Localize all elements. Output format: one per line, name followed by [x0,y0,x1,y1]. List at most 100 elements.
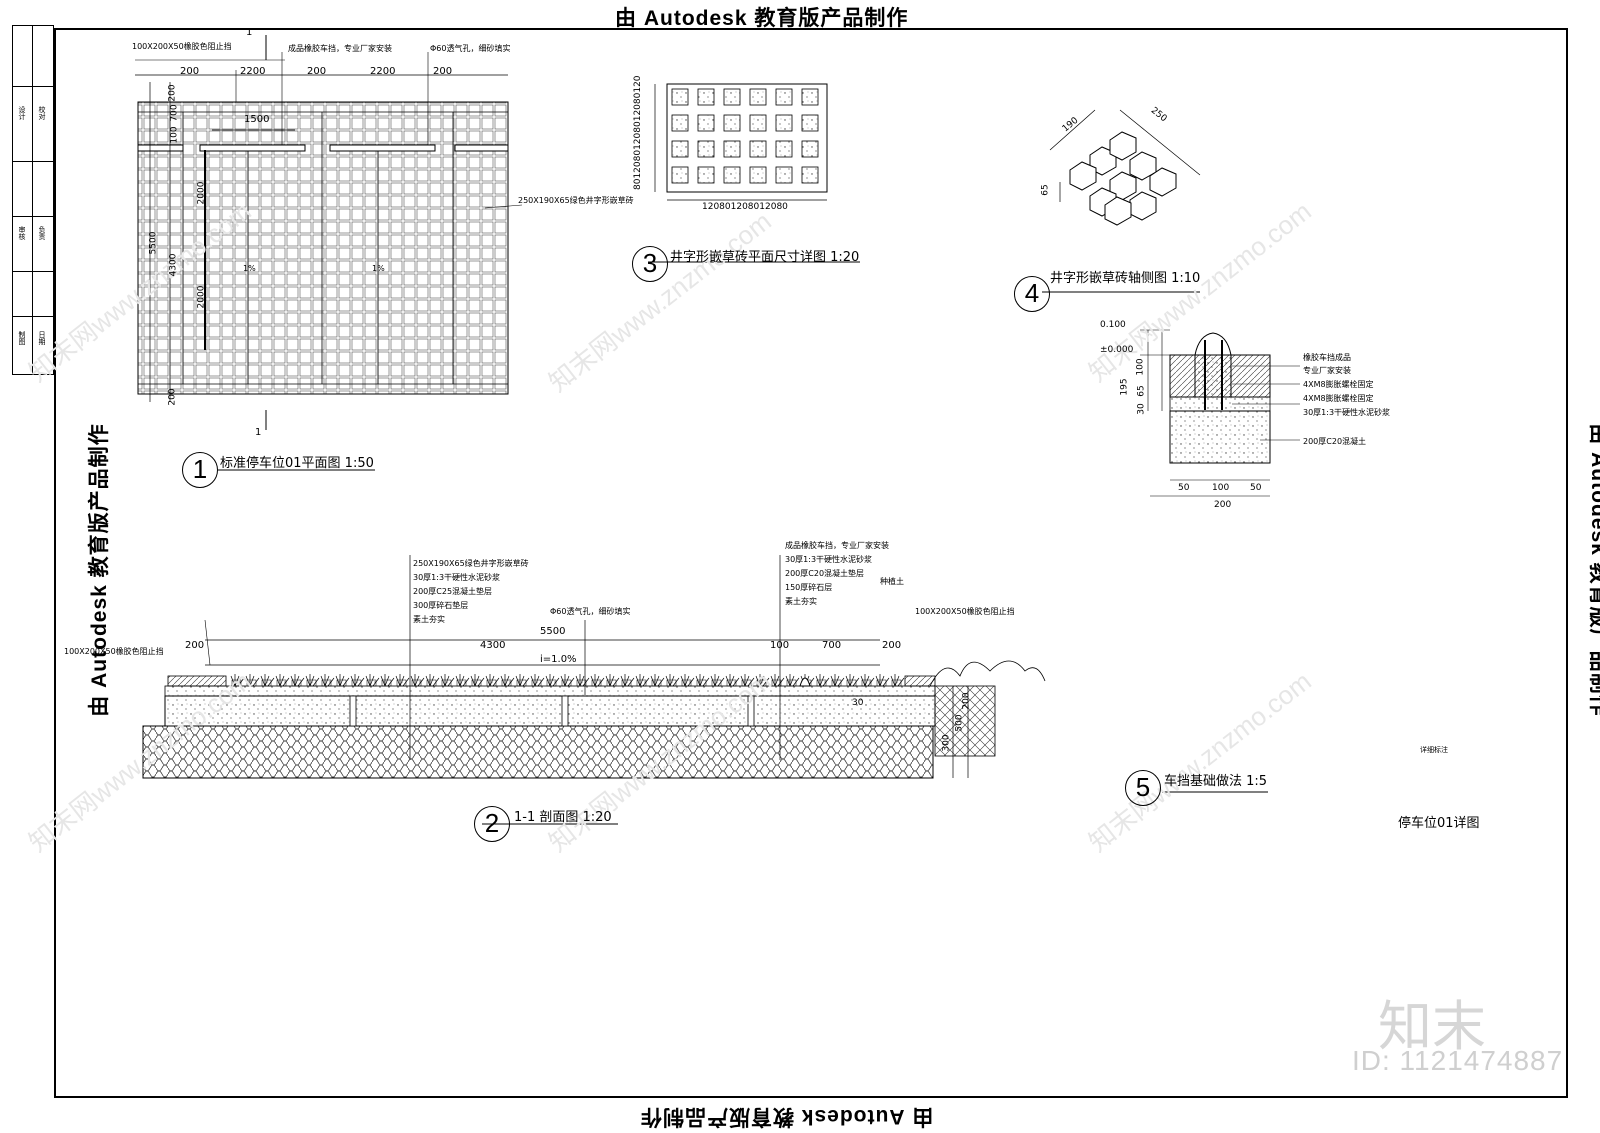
d1-dim-inner-2: 2000 [196,285,207,309]
detail2-section [142,555,1046,825]
d2-dim-right-4: 30 [852,698,864,708]
d1-dim-left-3: 700 [169,104,180,122]
d1-slope-2: 1% [372,264,385,273]
paver-block [411,679,422,687]
d2-dim-right-2: 300 [941,734,952,752]
d5-note-6: 200厚C20混凝土 [1303,437,1367,446]
d2-dim-2: 4300 [480,640,506,651]
detail5-curb [1140,329,1300,793]
d1-dim-top-4: 2200 [370,66,396,77]
d5-dim-h-1: 50 [1178,483,1190,493]
paver-block [606,679,617,687]
d2-note-vent: Φ60透气孔，细砂填实 [550,607,631,616]
paver-cell [801,88,819,106]
d2-note-right-3: 200厚C20混凝土垫层 [785,569,865,578]
d2-note-left-2: 30厚1:3干硬性水泥砂浆 [413,573,501,582]
detail3-title: 井字形嵌草砖平面尺寸详图 1:20 [670,250,860,265]
paver-block [456,679,467,687]
paver-block [291,679,302,687]
d5-small-note: 详细标注 [1420,746,1448,754]
detail4-iso [1042,109,1201,293]
d2-note-left-5: 素土夯实 [413,615,445,624]
paver-cell [723,166,741,184]
watermark-id: ID: 1121474887 [1352,1045,1564,1076]
d2-dim-right-3: 500 [954,714,965,732]
titleblock-cell-3: 审核 [18,226,26,240]
paver-block [366,679,377,687]
d2-dim-5: 200 [882,640,902,651]
paver-block [891,679,902,687]
paver-cell [749,114,767,132]
paver-block [861,679,872,687]
d2-note-soil: 种植土 [880,577,904,586]
d5-note-4: 4XM8膨胀螺栓固定 [1303,394,1374,403]
d2-note-left-4: 300厚碎石垫层 [413,601,469,610]
title-block: 设计 校对 审核 负责 制图 日期 [12,25,54,375]
paver-cell [697,140,715,158]
d1-section-mark-bottom: 1 [255,427,262,438]
d2-note-left-1: 250X190X65绿色井字形嵌草砖 [413,559,529,568]
detail2-number: 2 [474,806,510,842]
detail1-plan [135,35,523,430]
paver-block [546,679,557,687]
detail3-number: 3 [632,246,668,282]
paver-cell [671,114,689,132]
d3-dims-horizontal: 120801208012080 [702,202,788,212]
paver-block [831,679,842,687]
d3-dims-vertical: 80120801208012080120 [633,75,643,190]
paver-block [516,679,527,687]
d1-note-curb: 100X200X50橡胶色阻止挡 [132,42,232,51]
paver-block [741,679,752,687]
d5-level-zero: ±0.000 [1100,345,1134,355]
paver-block [846,679,857,687]
paver-block [426,679,437,687]
paver-cell [723,88,741,106]
paver-block [621,679,632,687]
d1-note-vent: Φ60透气孔，细砂填实 [430,44,511,53]
paver-block [786,679,797,687]
d2-note-right-1: 成品橡胶车挡，专业厂家安装 [785,541,889,550]
paver-block [711,679,722,687]
d1-dim-top-1: 200 [180,66,200,77]
d5-dim-v-1: 100 [1135,358,1146,376]
paver-block [876,679,887,687]
paver-cell [671,140,689,158]
titleblock-cell-1: 设计 [18,106,26,120]
paver-block [351,679,362,687]
d2-note-right-5: 素土夯实 [785,597,817,606]
d5-dim-h-4: 200 [1214,500,1232,510]
d2-note-right-2: 30厚1:3干硬性水泥砂浆 [785,555,873,564]
paver-block [561,679,572,687]
d2-note-curb-right: 100X200X50橡胶色阻止挡 [915,607,1015,616]
d2-dim-right-1: 200 [961,692,972,710]
titleblock-cell-6: 日期 [38,331,46,345]
d1-dim-left-1: 200 [167,84,178,102]
d1-slope-1: 1% [243,264,256,273]
paver-block [321,679,332,687]
autodesk-stamp-top: 由 Autodesk 教育版产品制作 [615,7,909,30]
d1-section-mark-top: 1 [246,27,253,38]
paver-block [276,679,287,687]
brand-logo: 知末 [1378,995,1486,1058]
paver-block [261,679,272,687]
paver-cell [801,166,819,184]
paver-block [486,679,497,687]
paver-cell [775,140,793,158]
d5-note-5: 30厚1:3干硬性水泥砂浆 [1303,408,1391,417]
paver-block [756,679,767,687]
d4-dim-65: 65 [1040,184,1051,196]
paver-cell [671,88,689,106]
paver-cell [749,166,767,184]
paver-block [471,679,482,687]
sheet-title: 停车位01详图 [1398,816,1480,831]
d2-note-curb-left: 100X200X50橡胶色阻止挡 [64,647,164,656]
paver-cell [801,114,819,132]
d1-dim-top-5: 200 [433,66,453,77]
paver-block [306,679,317,687]
d1-note-wheelstop: 成品橡胶车挡，专业厂家安装 [288,44,392,53]
paver-cell [749,88,767,106]
paver-block [501,679,512,687]
d1-dim-left-4: 5500 [148,231,159,255]
paver-cell [697,114,715,132]
